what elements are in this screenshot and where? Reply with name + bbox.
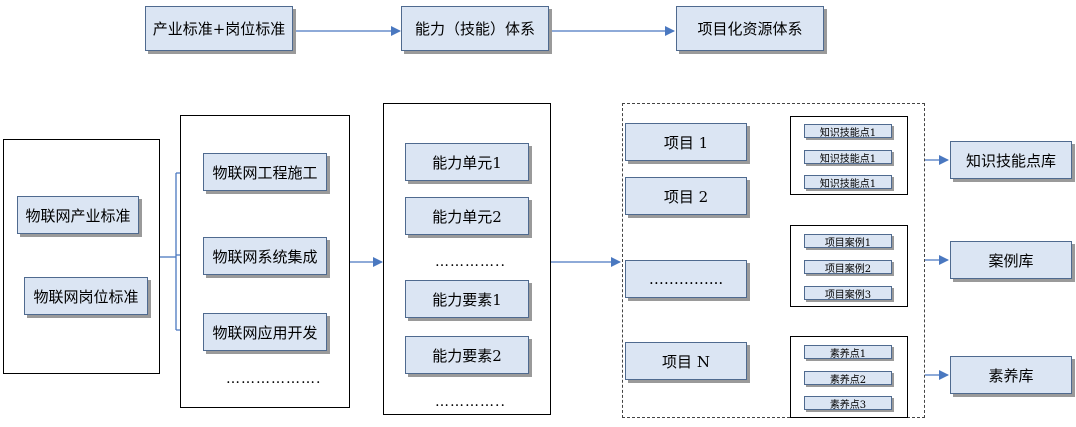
ability-units-more-ellipsis: …………..	[435, 254, 506, 270]
standard-job: 物联网岗位标准	[24, 277, 148, 315]
ability-unit-1: 能力单元1	[405, 143, 529, 181]
top-box-project-resource-system: 项目化资源体系	[676, 6, 824, 51]
job-integration: 物联网系统集成	[203, 237, 327, 275]
standard-industry: 物联网产业标准	[17, 196, 139, 234]
top-box-standards: 产业标准+岗位标准	[145, 6, 293, 51]
literacy-point-item: 素养点3	[804, 396, 892, 411]
project-n: 项目 N	[625, 342, 747, 380]
literacy-point-item: 素养点1	[804, 345, 892, 360]
job-app-development: 物联网应用开发	[203, 313, 327, 351]
case-item: 项目案例3	[804, 286, 892, 301]
standards-frame	[3, 139, 160, 374]
job-engineering: 物联网工程施工	[203, 153, 327, 191]
ability-element-1: 能力要素1	[405, 280, 529, 318]
jobs-more-ellipsis: ……………….	[226, 371, 322, 387]
library-case: 案例库	[950, 241, 1072, 279]
knowledge-point-item: 知识技能点1	[804, 175, 892, 190]
knowledge-point-item: 知识技能点1	[804, 150, 892, 165]
top-box-ability-system: 能力（技能）体系	[401, 6, 549, 51]
project-more: …………...	[625, 260, 747, 298]
knowledge-point-item: 知识技能点1	[804, 124, 892, 139]
literacy-point-item: 素养点2	[804, 371, 892, 386]
case-item: 项目案例1	[804, 234, 892, 249]
ability-elements-more-ellipsis: …………..	[435, 394, 506, 410]
project-2: 项目 2	[625, 177, 747, 215]
library-knowledge-skill: 知识技能点库	[950, 141, 1072, 179]
ability-element-2: 能力要素2	[405, 336, 529, 374]
project-1: 项目 1	[625, 123, 747, 161]
project-resource-frame	[622, 103, 925, 418]
ability-unit-2: 能力单元2	[405, 197, 529, 235]
case-item: 项目案例2	[804, 260, 892, 275]
library-literacy: 素养库	[950, 356, 1072, 394]
